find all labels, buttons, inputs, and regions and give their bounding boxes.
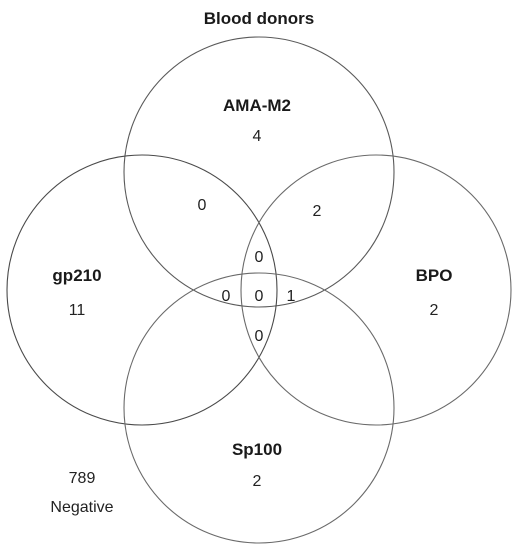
negative-count: 789 xyxy=(69,470,96,487)
sp100-circle xyxy=(123,272,395,544)
bpo-count: 2 xyxy=(430,302,439,319)
diagram-title: Blood donors xyxy=(204,9,314,28)
negative-label: Negative xyxy=(50,499,113,516)
ama-gp210-overlap-count: 0 xyxy=(198,197,207,214)
ama-bpo-overlap-count: 2 xyxy=(313,203,322,220)
bpo-label: BPO xyxy=(416,266,453,285)
gp210-count: 11 xyxy=(69,302,86,319)
gp210-label: gp210 xyxy=(52,266,101,285)
sp100-count: 2 xyxy=(253,473,262,490)
ama-m2-circle xyxy=(123,36,395,308)
center-overlap-count: 0 xyxy=(255,288,264,305)
gp210-circle xyxy=(6,154,278,426)
sp100-label: Sp100 xyxy=(232,440,282,459)
left-inner-overlap-count: 0 xyxy=(222,288,231,305)
ama-m2-label: AMA-M2 xyxy=(223,96,291,115)
top-inner-overlap-count: 0 xyxy=(255,249,264,266)
ama-m2-count: 4 xyxy=(253,128,262,145)
right-inner-overlap-count: 1 xyxy=(287,288,296,305)
bottom-inner-overlap-count: 0 xyxy=(255,328,264,345)
bpo-circle xyxy=(240,154,512,426)
